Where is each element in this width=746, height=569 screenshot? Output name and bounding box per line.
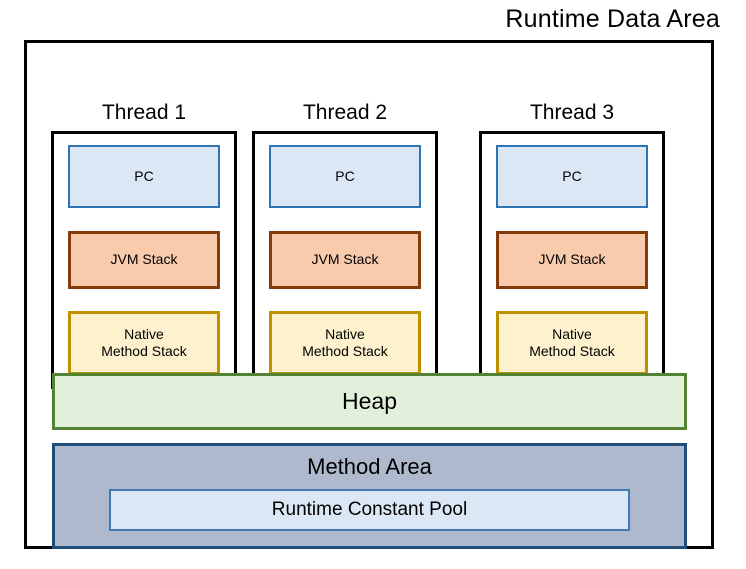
thread-label-3: Thread 3 xyxy=(529,101,615,124)
jvm-stack-box-1: JVM Stack xyxy=(68,230,220,290)
method-area-label: Method Area xyxy=(307,454,432,479)
native-method-stack-label-1: Native Method Stack xyxy=(101,326,187,360)
native-method-stack-label-3: Native Method Stack xyxy=(529,326,615,360)
pc-label-2: PC xyxy=(335,167,355,184)
native-method-stack-box-1: Native Method Stack xyxy=(68,311,220,375)
pc-box-3: PC xyxy=(496,145,648,208)
native-method-stack-label-3-line1: Native xyxy=(552,326,592,343)
method-area-box: Method Area Runtime Constant Pool xyxy=(52,443,687,549)
runtime-data-area-frame: Thread 1 PC JVM Stack Native Method Stac… xyxy=(24,40,714,549)
thread-box-3: PC JVM Stack Native Method Stack xyxy=(479,131,665,389)
pc-box-1: PC xyxy=(68,145,220,208)
thread-box-1: PC JVM Stack Native Method Stack xyxy=(51,131,237,389)
runtime-constant-pool-box: Runtime Constant Pool xyxy=(109,489,630,531)
diagram-title: Runtime Data Area xyxy=(505,5,720,33)
thread-label-1: Thread 1 xyxy=(101,101,187,124)
thread-column-2: Thread 2 PC JVM Stack Native Method Stac… xyxy=(252,99,438,389)
pc-box-2: PC xyxy=(269,145,421,208)
jvm-stack-box-2: JVM Stack xyxy=(269,230,421,290)
heap-box: Heap xyxy=(52,373,687,430)
jvm-stack-label-3: JVM Stack xyxy=(538,251,606,268)
runtime-constant-pool-label: Runtime Constant Pool xyxy=(271,499,468,520)
jvm-stack-label-2: JVM Stack xyxy=(311,251,379,268)
thread-label-2: Thread 2 xyxy=(302,101,388,124)
native-method-stack-label-2-line2: Method Stack xyxy=(302,343,388,360)
native-method-stack-label-3-line2: Method Stack xyxy=(529,343,615,360)
native-method-stack-label-1-line2: Method Stack xyxy=(101,343,187,360)
thread-column-3: Thread 3 PC JVM Stack Native Method Stac… xyxy=(479,99,665,389)
pc-label-1: PC xyxy=(134,167,154,184)
thread-box-2: PC JVM Stack Native Method Stack xyxy=(252,131,438,389)
native-method-stack-label-1-line1: Native xyxy=(124,326,164,343)
heap-label: Heap xyxy=(342,388,397,414)
jvm-stack-label-1: JVM Stack xyxy=(110,251,178,268)
pc-label-3: PC xyxy=(562,167,582,184)
native-method-stack-box-3: Native Method Stack xyxy=(496,311,648,375)
thread-column-1: Thread 1 PC JVM Stack Native Method Stac… xyxy=(51,99,237,389)
jvm-stack-box-3: JVM Stack xyxy=(496,230,648,290)
native-method-stack-label-2: Native Method Stack xyxy=(302,326,388,360)
native-method-stack-label-2-line1: Native xyxy=(325,326,365,343)
native-method-stack-box-2: Native Method Stack xyxy=(269,311,421,375)
